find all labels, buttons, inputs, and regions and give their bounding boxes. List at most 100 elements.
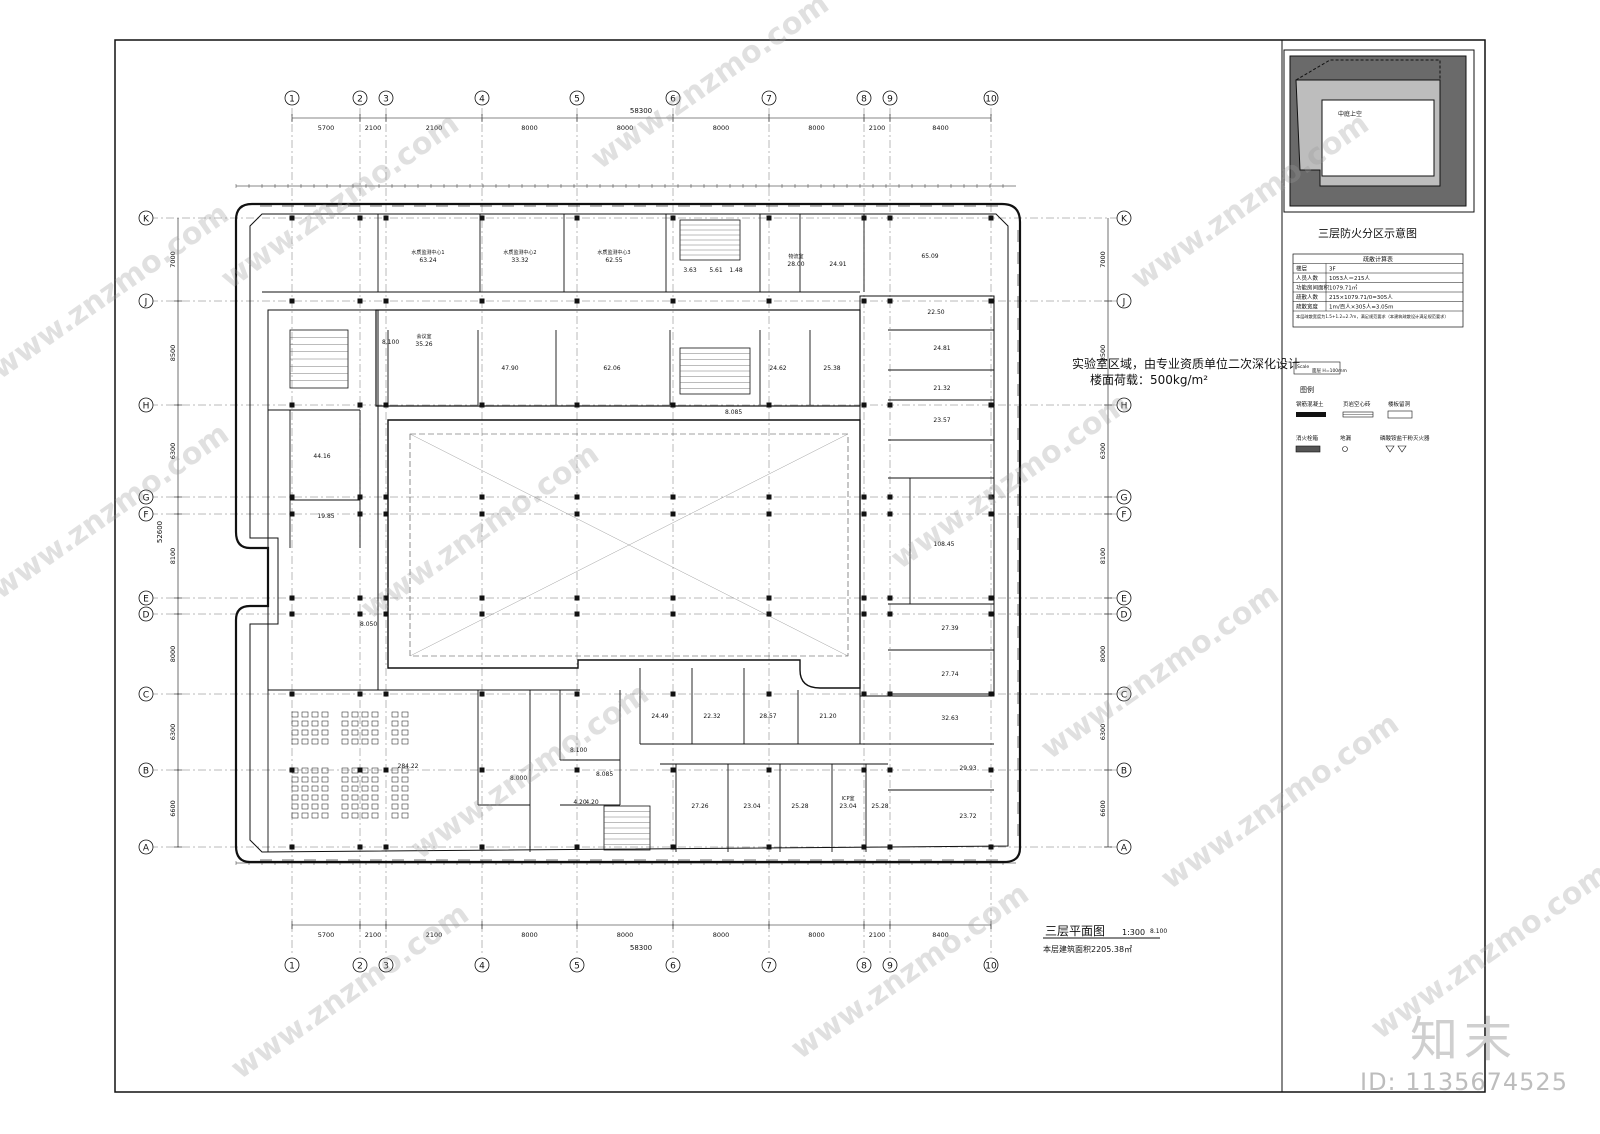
room-area: 24.81 (933, 345, 950, 352)
structural-column (289, 298, 295, 304)
structural-column (988, 494, 994, 500)
axis-bubble-col (665, 957, 681, 973)
structural-column (289, 402, 295, 408)
seat (391, 767, 399, 774)
seat (301, 812, 309, 819)
structural-column (861, 298, 867, 304)
structural-column (887, 215, 893, 221)
dim-text: 2100 (426, 931, 443, 939)
seat (291, 738, 299, 745)
scale-box (1293, 361, 1341, 375)
room-area: 22.50 (927, 309, 944, 316)
dim-text: 2100 (365, 124, 382, 132)
dim-text: 2100 (869, 124, 886, 132)
seat (371, 812, 379, 819)
axis-label-row: C (143, 691, 149, 701)
axis-bubble-row (138, 293, 154, 309)
seat (341, 711, 349, 718)
dim-text-vertical: 8100 (1099, 548, 1107, 565)
inner-ring-north (375, 309, 861, 407)
seat (301, 794, 309, 801)
dim-text-vertical: 6300 (1099, 443, 1107, 460)
seat (401, 785, 409, 792)
seat (371, 738, 379, 745)
legend-item-label: 消火栓箱 (1296, 434, 1319, 442)
structural-column (574, 494, 580, 500)
axis-label-row: G (143, 494, 150, 504)
structural-column (766, 611, 772, 617)
seat (301, 738, 309, 745)
legend-swatch (1387, 410, 1413, 419)
axis-label-col: 5 (574, 95, 580, 105)
room-area: 22.32 (703, 713, 720, 720)
axis-bubble-row (1116, 590, 1132, 606)
axis-label-col: 4 (479, 962, 485, 972)
seat (341, 767, 349, 774)
seat (341, 720, 349, 727)
table-value: 1079.71㎡ (1329, 284, 1358, 292)
level-mark: 8.100 (570, 747, 587, 754)
scale-label: Scale (1297, 364, 1309, 370)
seat (341, 812, 349, 819)
level-mark: 8.000 (510, 775, 527, 782)
seat (321, 785, 329, 792)
seat (311, 785, 319, 792)
seat (311, 711, 319, 718)
room-area: 32.63 (941, 715, 958, 722)
room-area: 5.61 (709, 267, 723, 274)
room-labels: 水质监测中心163.24水质监测中心233.32水质监测中心362.553.63… (313, 249, 976, 820)
structural-column (670, 298, 676, 304)
axis-bubble-row (138, 210, 154, 226)
axis-label-row: E (1121, 595, 1127, 605)
dim-text-vertical: 6300 (169, 724, 177, 741)
axis-bubble-col (284, 90, 300, 106)
structural-column (766, 511, 772, 517)
seat (341, 738, 349, 745)
watermark-text: www.znzmo.com (885, 386, 1136, 576)
structural-column (861, 844, 867, 850)
structural-column (479, 595, 485, 601)
structural-column (766, 767, 772, 773)
dim-text: 8400 (932, 931, 949, 939)
seat (351, 720, 359, 727)
axis-bubble-row (1116, 210, 1132, 226)
structural-column (887, 611, 893, 617)
seat (401, 803, 409, 810)
axis-bubble-row (1116, 506, 1132, 522)
seat (361, 803, 369, 810)
structural-column (357, 767, 363, 773)
seat (311, 720, 319, 727)
axis-label-col: 3 (383, 962, 389, 972)
structural-column (357, 402, 363, 408)
level-mark: 8.085 (725, 409, 742, 416)
structural-column (861, 767, 867, 773)
axis-bubble-col (284, 957, 300, 973)
level-mark: 8.085 (596, 771, 613, 778)
dim-text-vertical: 8500 (1099, 345, 1107, 362)
table-value: 1m/百人×305人=3.05m (1329, 304, 1394, 311)
dim-text-vertical: 7000 (169, 251, 177, 268)
axis-bubble-row (1116, 686, 1132, 702)
legend-item-label: 页岩空心砖 (1343, 400, 1371, 408)
axis-label-col: 6 (670, 962, 676, 972)
room-name: 水质监测中心2 (503, 249, 536, 256)
dim-text-vertical: 7000 (1099, 251, 1107, 268)
structural-column (289, 595, 295, 601)
table-value: 1053人＝215人 (1329, 275, 1370, 282)
seat (351, 785, 359, 792)
seat (341, 785, 349, 792)
structural-column (861, 511, 867, 517)
seat (291, 794, 299, 801)
room-area: 62.06 (603, 365, 620, 372)
axis-label-row: K (1121, 215, 1128, 225)
dim-text-vertical: 6600 (1099, 800, 1107, 817)
axis-label-row: B (143, 767, 149, 777)
room-area: 21.32 (933, 385, 950, 392)
structural-column (289, 844, 295, 850)
room-area: 4.20 (573, 799, 587, 806)
axis-bubble-col (665, 90, 681, 106)
table-value: 215×1079.71/0=305人 (1329, 294, 1393, 301)
table-note: 本层疏散宽度为1.5+1.2=2.7m，满足规范要求（本建筑疏散设计满足规范要求… (1296, 313, 1449, 320)
